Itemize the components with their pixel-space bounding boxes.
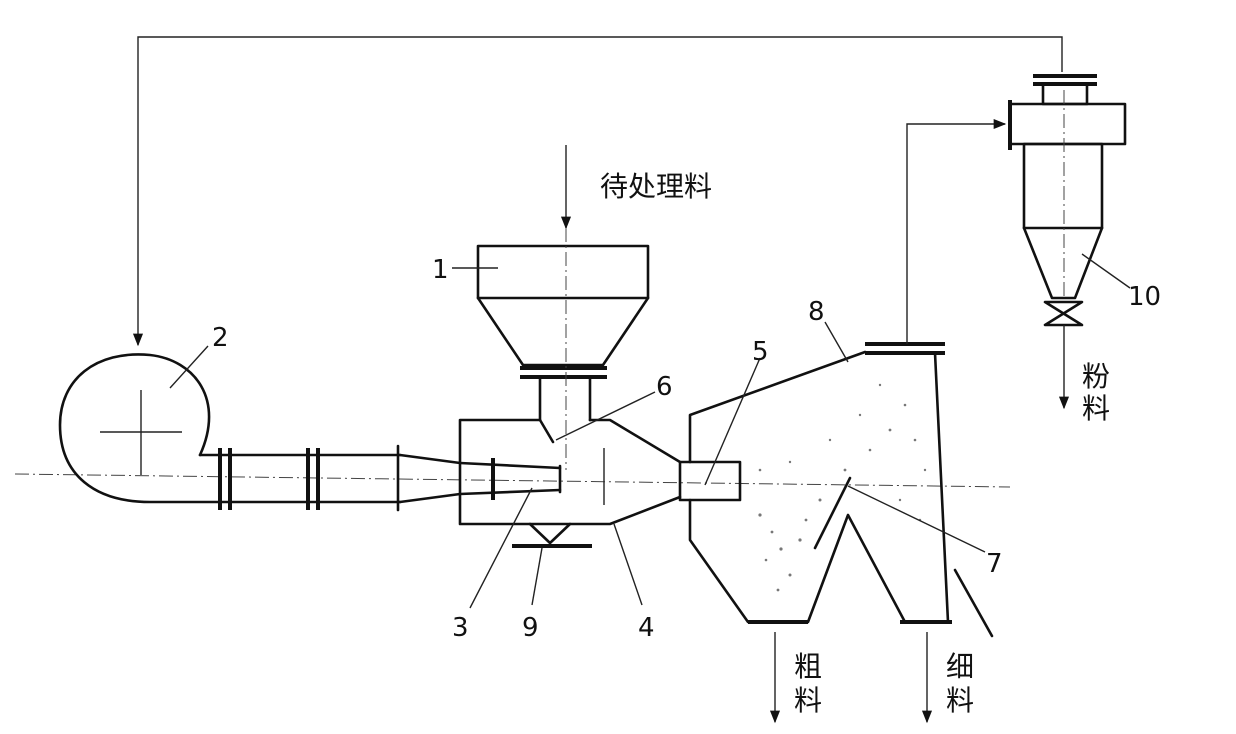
support-9 [512,522,592,548]
hopper-1 [476,244,650,379]
nozzle-3 [458,458,562,500]
particle-specks [758,383,927,592]
leader-lines [169,253,1131,609]
coarse-label-2: 料 [794,684,822,717]
part-label-3: 3 [452,613,469,643]
powder-label-1: 粉 [1082,360,1110,393]
fine-label-1: 细 [946,650,974,683]
part-label-4: 4 [638,613,655,643]
cyclone-10 [1008,74,1127,327]
air-duct [218,444,462,512]
part-label-7: 7 [986,549,1003,579]
feed-material-label: 待处理料 [600,170,712,203]
return-air-line [132,36,1063,347]
fine-label-2: 料 [946,684,974,717]
part-label-9: 9 [522,613,539,643]
fines-air-line [906,118,1007,344]
fan-2 [58,353,222,504]
part-label-10: 10 [1128,282,1161,312]
part-label-5: 5 [752,337,769,367]
mixing-chamber-4 [458,375,682,526]
part-label-6: 6 [656,372,673,402]
coarse-label-1: 粗 [794,650,822,683]
powder-label-2: 料 [1082,392,1110,425]
classifier-chamber-8 [688,342,994,638]
center-axis [14,473,1011,488]
part-label-8: 8 [808,297,825,327]
outlet-pipe-5 [678,460,742,502]
part-label-1: 1 [432,255,449,285]
part-label-2: 2 [212,323,229,353]
